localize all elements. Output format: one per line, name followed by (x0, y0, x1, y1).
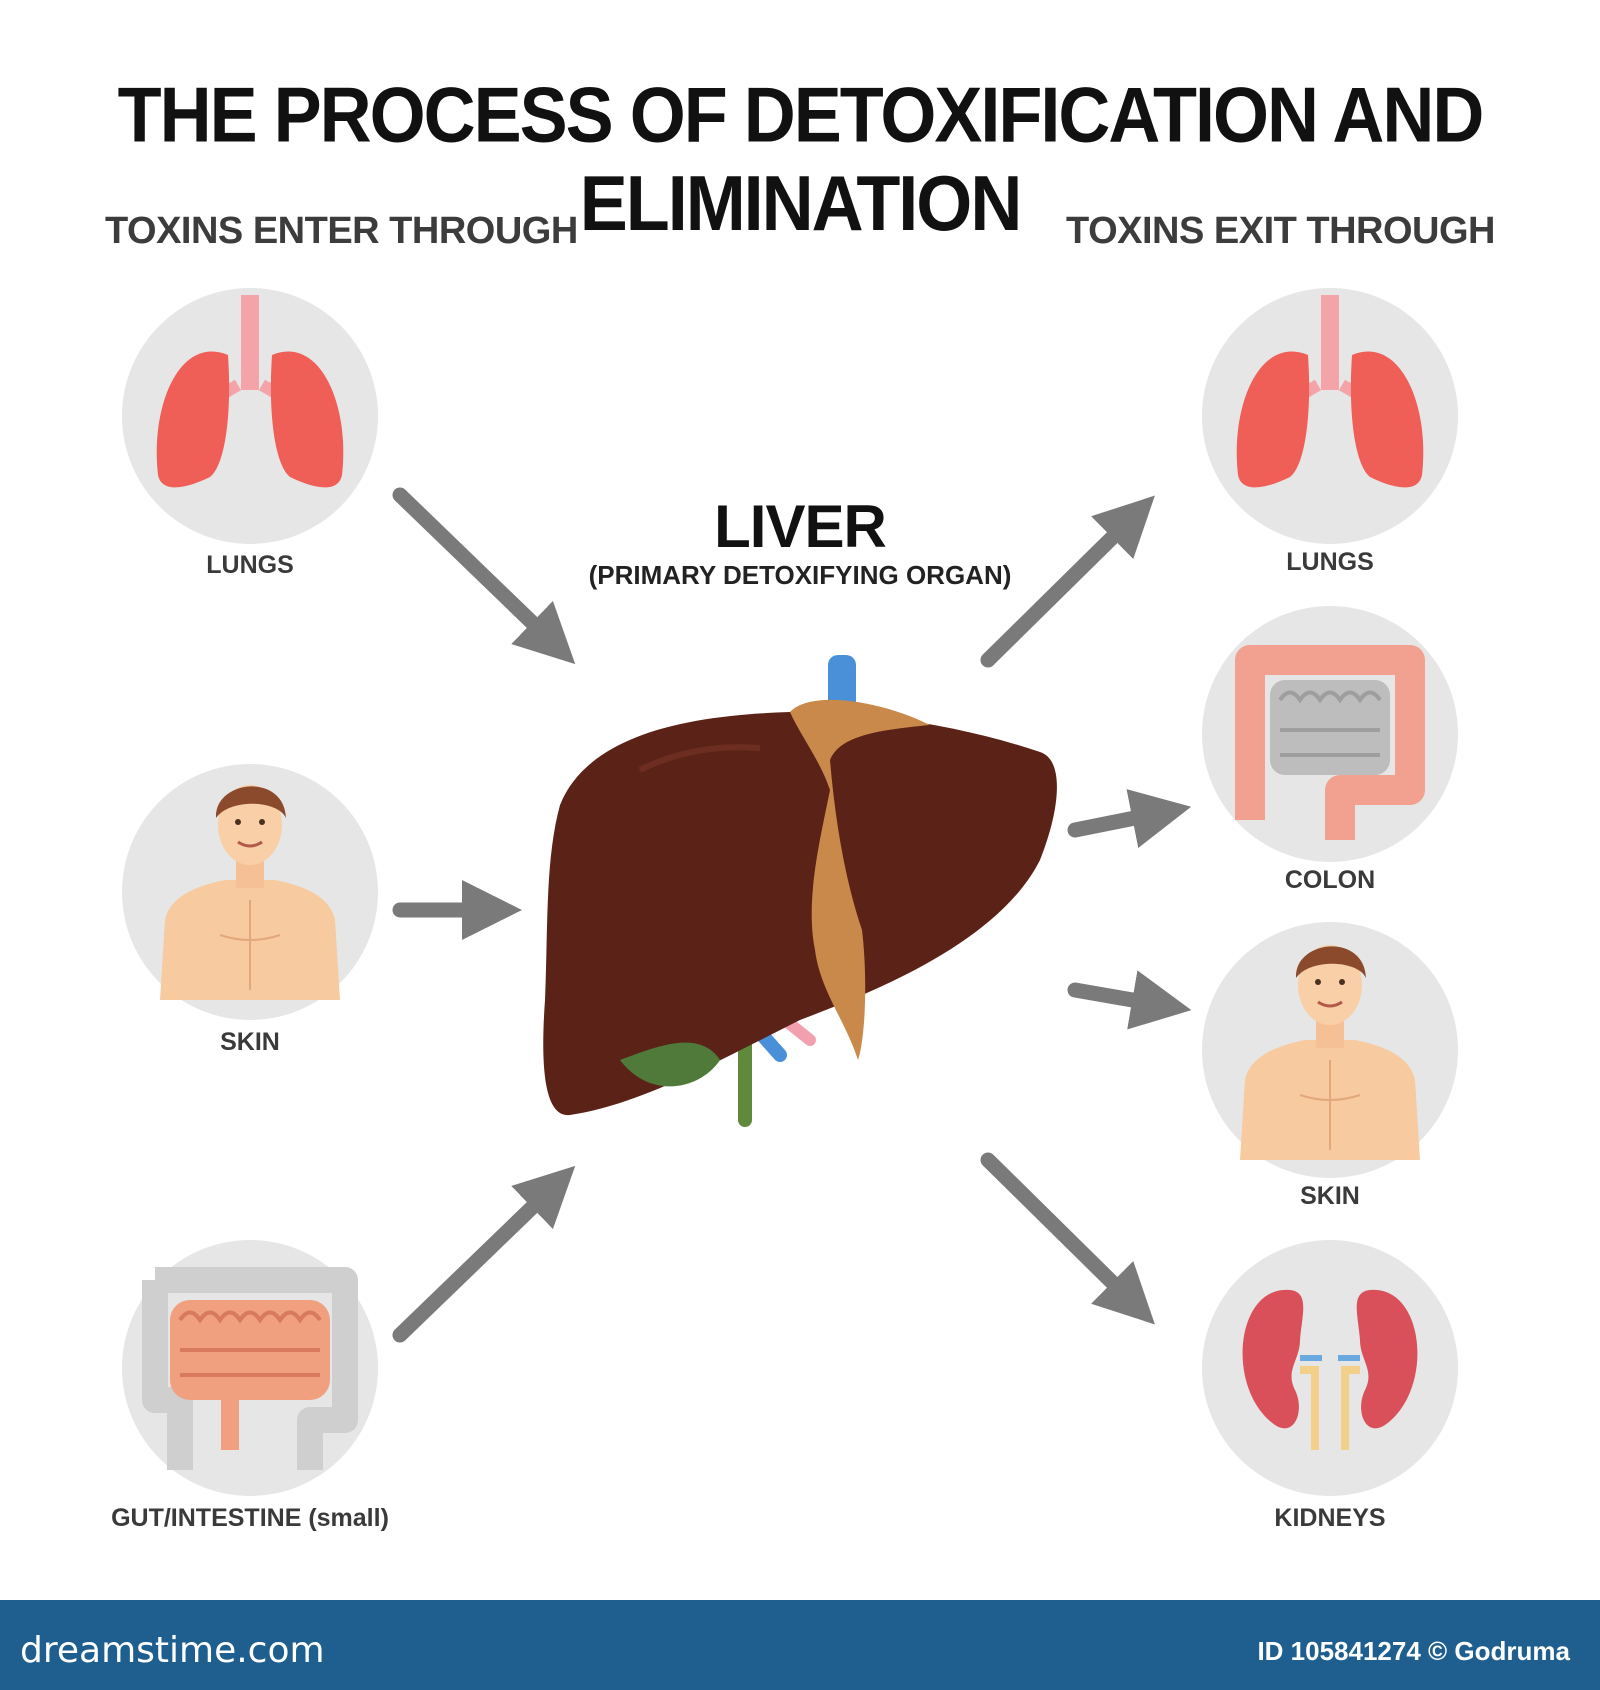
torso-icon (158, 783, 342, 1002)
liver-title: LIVER (714, 493, 887, 560)
liver-subtitle: (PRIMARY DETOXIFYING ORGAN) (588, 560, 1012, 590)
torso-icon (1238, 943, 1422, 1162)
footer-bar (0, 1600, 1600, 1690)
page-title: THE PROCESS OF DETOXIFICATION AND ELIMIN… (117, 72, 1485, 248)
input-label-lungs: LUNGS (206, 551, 294, 579)
input-label-gut: GUT/INTESTINE (small) (111, 1504, 389, 1532)
arrow-gut-to-liver (392, 1165, 576, 1343)
arrow-liver-to-kidneys (980, 1152, 1155, 1325)
output-label-kidneys: KIDNEYS (1274, 1504, 1386, 1532)
lungs-icon (1237, 295, 1424, 487)
intestine-icon (155, 1280, 345, 1470)
lungs-icon (157, 295, 344, 487)
footer-site-logo: dreamstime.com (20, 1630, 325, 1671)
input-label-skin: SKIN (220, 1028, 280, 1056)
enter-heading: TOXINS ENTER THROUGH (105, 210, 578, 252)
diagram-graphics (0, 0, 1600, 1600)
arrow-liver-to-skin (1067, 970, 1192, 1030)
output-label-skin: SKIN (1300, 1182, 1360, 1210)
arrow-liver-to-lungs (980, 495, 1155, 668)
liver-icon (543, 655, 1057, 1127)
arrow-lungs-to-liver (392, 487, 576, 665)
arrow-liver-to-colon (1067, 789, 1192, 848)
exit-heading: TOXINS EXIT THROUGH (1066, 210, 1495, 252)
output-label-colon: COLON (1284, 866, 1376, 894)
output-label-lungs: LUNGS (1286, 548, 1374, 576)
kidneys-icon (1243, 1290, 1418, 1450)
footer-credit: ID 105841274 © Godruma (1257, 1636, 1570, 1666)
colon-icon (1250, 660, 1410, 840)
